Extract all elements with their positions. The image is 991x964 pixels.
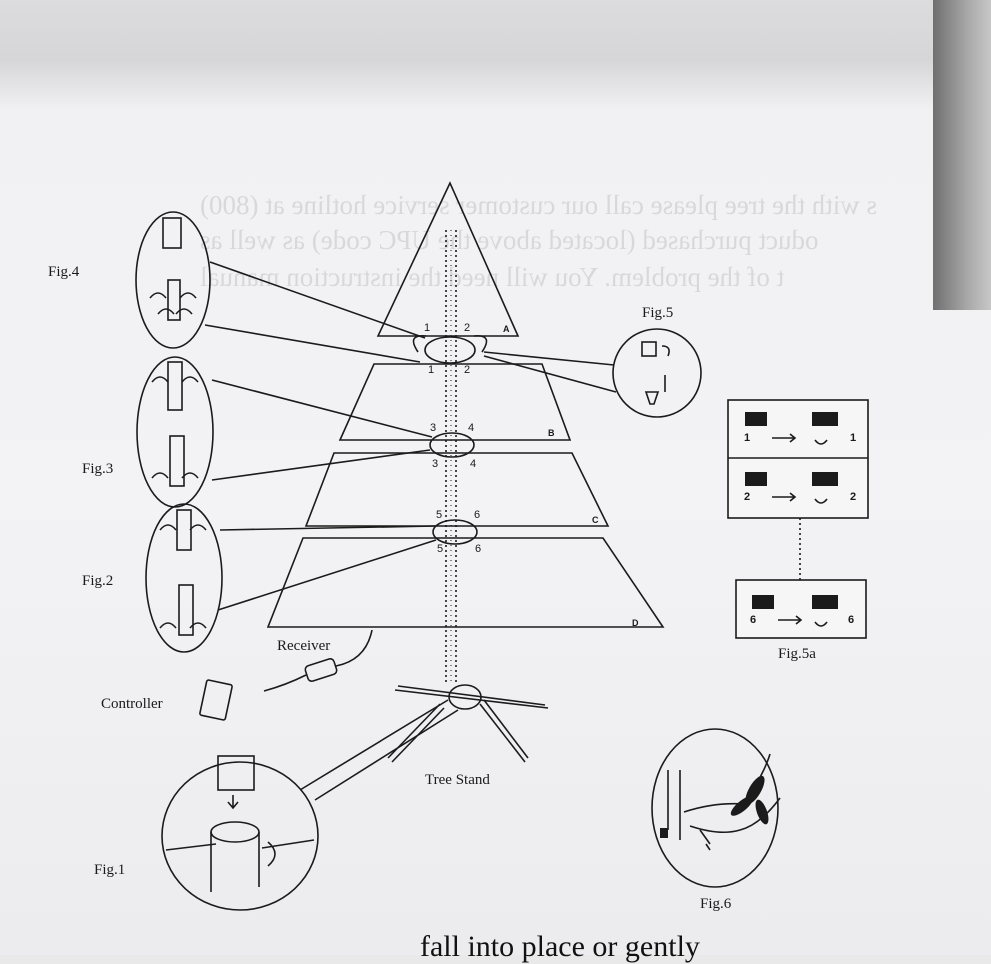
fig3-label: Fig.3 [82,461,114,477]
connector-number: 3 [430,422,437,434]
connector-ring-a [424,336,476,364]
fig2-magnifier [145,503,223,653]
fig6-label: Fig.6 [700,896,732,912]
section-letter-d: D [632,618,639,628]
section-letter-c: C [592,515,599,525]
fig5-label: Fig.5 [642,305,674,321]
fig2-label: Fig.2 [82,573,114,589]
section-letter-b: B [548,428,555,438]
connector-number: 6 [474,509,481,521]
connector-number: 2 [464,322,471,334]
connector-number: 6 [475,543,482,555]
fig5a-label: Fig.5a [778,646,816,662]
bottom-cutoff-text: fall into place or gently [420,930,700,963]
connector-number: 5 [436,509,443,521]
section-letter-a: A [503,324,510,334]
connector-number: 4 [468,422,475,434]
photo-edge [933,0,991,310]
fig5a-row-number-left: 2 [744,491,751,503]
fig3-magnifier [136,356,214,508]
fig5a-row-number-right: 2 [850,491,857,503]
fig1-magnifier [161,761,319,911]
tree-section-b [338,363,572,441]
fig4-magnifier [135,211,211,349]
tree-stand-label: Tree Stand [425,772,490,788]
fig5a-panel-bottom [735,579,867,639]
fig5a-row-number-right: 6 [848,614,855,626]
fig5-magnifier [612,328,702,418]
fig5a-row-number-left: 1 [744,432,751,444]
receiver-box [304,657,338,683]
fig4-label: Fig.4 [48,264,80,280]
tree-section-c [304,452,610,527]
controller-label: Controller [101,696,163,712]
fig5a-row-number-left: 6 [750,614,757,626]
controller-device [199,679,233,721]
fig5a-row-number-right: 1 [850,432,857,444]
connector-number: 1 [428,364,435,376]
connector-number: 3 [432,458,439,470]
receiver-label: Receiver [277,638,331,654]
connector-ring-c [432,519,478,545]
connector-number: 5 [437,543,444,555]
connector-number: 1 [424,322,431,334]
connector-ring-b [429,432,475,458]
fig6-magnifier [651,728,779,888]
tree-section-a [376,181,520,337]
connector-number: 2 [464,364,471,376]
tree-section-d [266,537,665,628]
fig1-label: Fig.1 [94,862,126,878]
connector-number: 4 [470,458,477,470]
